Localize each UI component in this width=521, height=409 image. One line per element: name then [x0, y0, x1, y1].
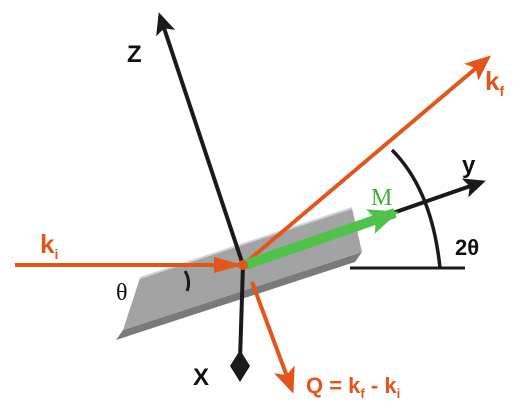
scattered-beam: [241, 55, 492, 267]
x-axis-tip: [230, 350, 250, 382]
two-theta-label: 2θ: [455, 235, 479, 260]
sample-plate: [116, 207, 362, 340]
q-vector-label: Q = kf - ki: [306, 373, 400, 401]
z-axis-label: Z: [127, 41, 142, 68]
theta-arc: [183, 270, 191, 292]
incident-beam-tip: [214, 257, 243, 273]
magnetization-label: M: [371, 185, 392, 211]
y-axis-label: y: [462, 152, 476, 179]
k-final-label: kf: [485, 66, 504, 99]
origin-point: [238, 260, 248, 270]
z-axis: [156, 12, 245, 266]
two-theta-arc: [390, 148, 442, 269]
x-axis: [238, 264, 245, 361]
magnetization-vector: [243, 208, 399, 270]
k-incident-label: ki: [40, 229, 58, 262]
x-axis-label: X: [193, 364, 209, 391]
q-vector: [250, 281, 295, 394]
theta-label: θ: [116, 280, 128, 306]
